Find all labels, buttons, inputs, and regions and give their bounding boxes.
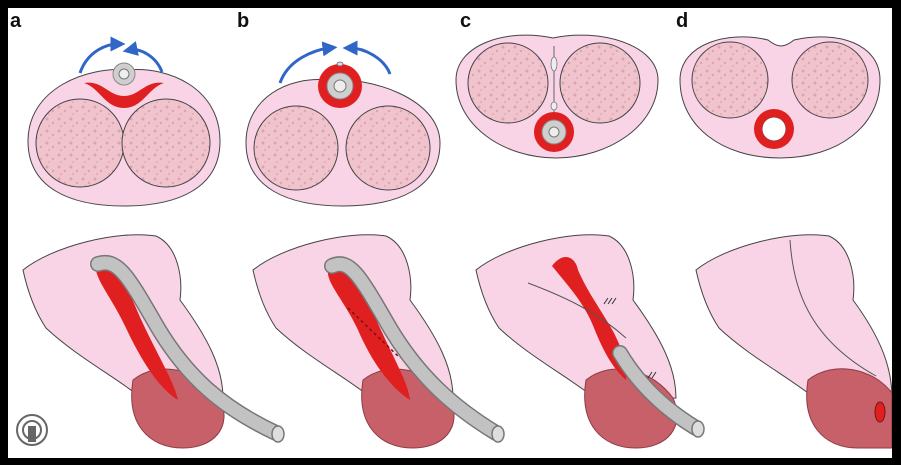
corpus-cavernosum (692, 42, 768, 118)
corpus-cavernosum (792, 42, 868, 118)
corpus-cavernosum (468, 43, 548, 123)
corpus-cavernosum (560, 43, 640, 123)
cross-section-d (680, 37, 880, 158)
shaft-view-a (23, 235, 284, 448)
corpus-cavernosum (346, 106, 430, 190)
figure-panel: a b c d (8, 8, 892, 458)
mobilization-arrow (130, 50, 162, 72)
cross-section-a (28, 44, 220, 206)
catheter-tip (492, 426, 504, 442)
mobilization-arrow (350, 48, 390, 74)
urethral-meatus (875, 402, 885, 422)
corpus-cavernosum (36, 99, 124, 187)
urethral-lumen (119, 69, 129, 79)
diagram-canvas (8, 8, 892, 458)
corpus-cavernosum (122, 99, 210, 187)
urethral-lumen (762, 117, 786, 141)
corpus-cavernosum (254, 106, 338, 190)
cross-section-b (246, 48, 440, 206)
urethral-lumen (334, 80, 346, 92)
suture-knot (551, 102, 557, 110)
mobilization-arrow (80, 44, 118, 73)
catheter-tip (272, 426, 284, 442)
publisher-logo-icon (17, 415, 47, 445)
catheter-tip (692, 421, 704, 437)
cross-section-c (456, 35, 658, 158)
urethral-lumen (549, 127, 559, 137)
suture-knot (551, 57, 557, 71)
shaft-view-b (253, 235, 504, 448)
shaft-view-c (476, 235, 704, 448)
suture-knot (337, 62, 343, 66)
shaft-view-d (696, 235, 892, 448)
